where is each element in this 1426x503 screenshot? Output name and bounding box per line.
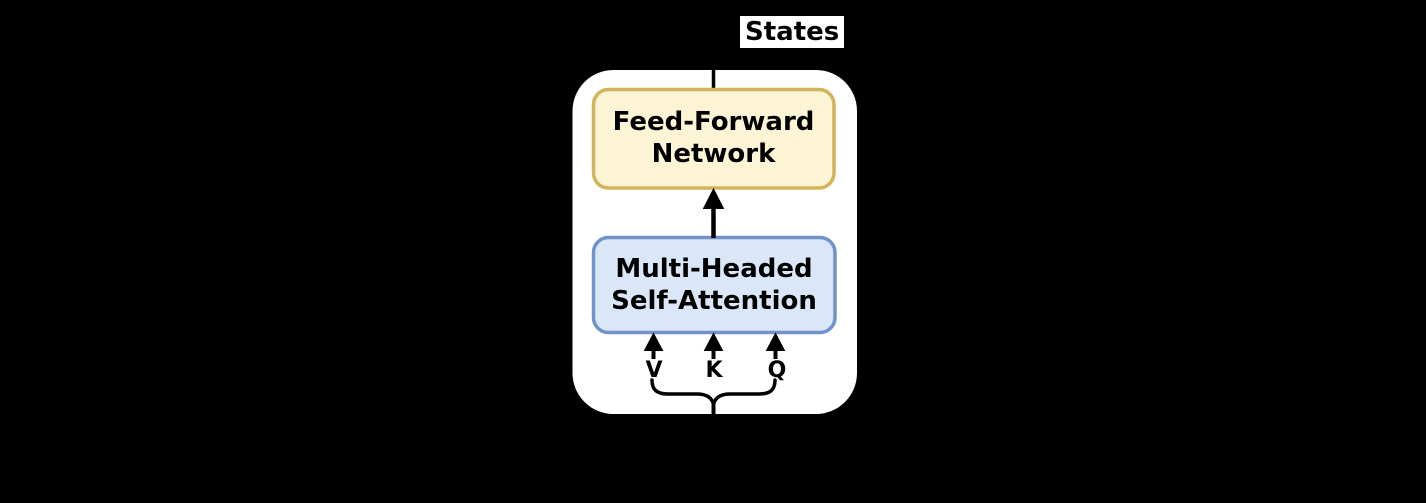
- q-input-arrow: [765, 332, 786, 359]
- states-label: States: [740, 16, 845, 48]
- q-label: Q: [767, 358, 787, 383]
- k-label: K: [705, 358, 723, 383]
- v-input-arrow: [643, 332, 664, 359]
- attention-to-ffn-arrow: [702, 187, 725, 238]
- feed-forward-box: [591, 87, 836, 190]
- feed-forward-label: Feed-Forward Network: [612, 106, 815, 170]
- v-label: V: [645, 358, 663, 383]
- k-input-arrow: [703, 332, 724, 359]
- self-attention-label: Multi-Headed Self-Attention: [611, 253, 817, 317]
- connectors: [643, 187, 786, 414]
